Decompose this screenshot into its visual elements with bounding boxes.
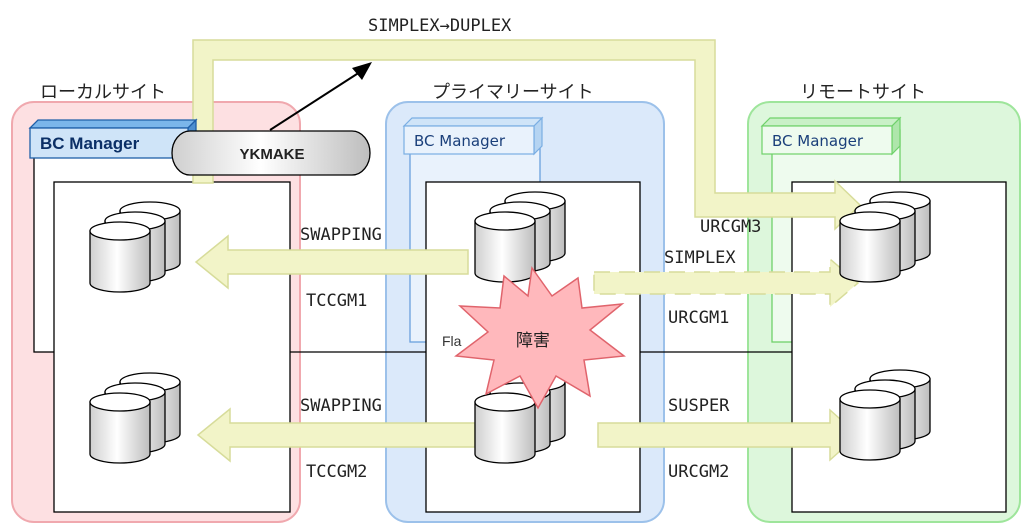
local-bc-manager-label: BC Manager [40, 134, 140, 153]
tccgm2-name: TCCGM2 [306, 462, 367, 482]
primary-bc-manager-tab: BC Manager [402, 116, 544, 156]
urcgm1-name: URCGM1 [668, 308, 729, 328]
primary-bc-manager-label: BC Manager [414, 132, 506, 150]
urcgm1-status: SIMPLEX [664, 248, 736, 268]
tccgm2-status: SWAPPING [300, 396, 382, 416]
tccgm1-name: TCCGM1 [306, 291, 367, 311]
urcgm3-name: URCGM3 [700, 217, 761, 237]
command-pointer-head [352, 62, 372, 80]
remote-bc-manager-label: BC Manager [772, 132, 864, 150]
local-site-title: ローカルサイト [40, 82, 166, 103]
truncated-flash-label: Fla [442, 333, 462, 349]
primary-site-title: プライマリーサイト [432, 82, 594, 103]
urcgm1-arrow [593, 257, 860, 309]
local-bc-manager-tab: BC Manager [28, 118, 198, 160]
remote-site-title: リモートサイト [800, 82, 926, 103]
tccgm2-arrow [196, 407, 476, 463]
urcgm2-name: URCGM2 [668, 462, 729, 482]
tccgm1-status: SWAPPING [300, 225, 382, 245]
failure-burst: 障害 [454, 266, 626, 410]
command-pointer-line [269, 71, 361, 131]
remote-bc-manager-tab: BC Manager [760, 116, 902, 156]
tccgm1-arrow [194, 234, 469, 290]
urcgm2-status: SUSPER [668, 396, 730, 416]
transition-label: SIMPLEX→DUPLEX [368, 16, 512, 36]
ykmake-label: YKMAKE [239, 146, 304, 163]
ykmake-command: YKMAKE [171, 130, 371, 176]
failure-label: 障害 [516, 331, 550, 351]
